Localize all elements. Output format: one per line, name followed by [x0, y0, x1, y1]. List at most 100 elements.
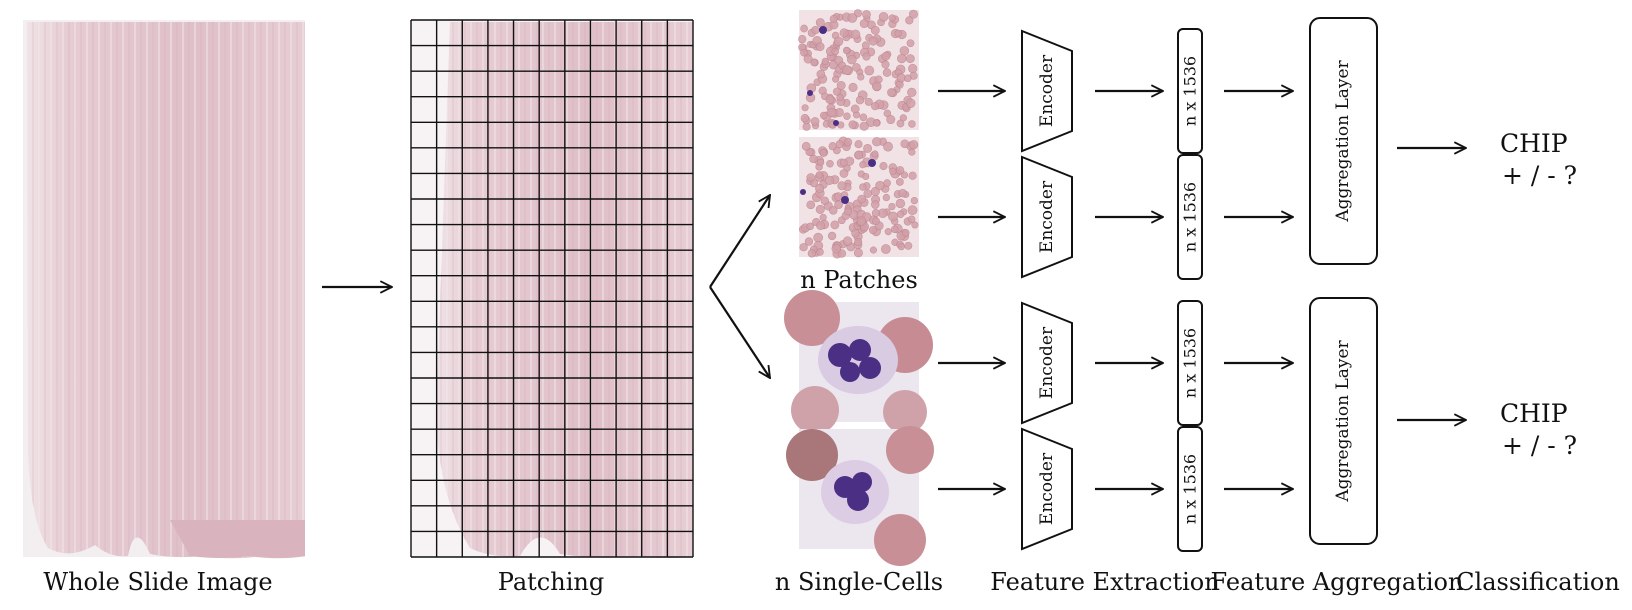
- stage-label-single-cells: n Single-Cells: [775, 568, 943, 596]
- rbc-dot: [827, 107, 837, 118]
- rbc-dot: [883, 141, 893, 152]
- rbc-dot: [863, 143, 873, 153]
- rbc-dot: [862, 10, 871, 19]
- patches-label: n Patches: [800, 266, 918, 294]
- feature-vector-4: [1177, 426, 1203, 552]
- rbc-dot: [882, 68, 892, 77]
- rbc-dot: [848, 120, 857, 129]
- encoder-block-3: [1021, 301, 1073, 425]
- feature-label: n x 1536: [1181, 182, 1200, 252]
- rbc-dot: [898, 188, 907, 198]
- rbc-dot: [854, 237, 863, 247]
- rbc-dot: [839, 28, 849, 38]
- patch-image-2: [798, 136, 919, 259]
- feature-vector-2: [1177, 154, 1203, 280]
- single-cell-image-1: [784, 290, 933, 434]
- rbc-dot: [815, 183, 825, 193]
- rbc-dot: [847, 13, 858, 23]
- rbc-dot: [872, 81, 882, 92]
- feature-label: n x 1536: [1181, 328, 1200, 398]
- rbc-dot: [891, 225, 899, 234]
- encoder-block-2: [1021, 155, 1073, 279]
- rbc-dot: [826, 159, 834, 168]
- rbc-dot: [843, 112, 851, 120]
- rbc-dot: [879, 162, 888, 171]
- rbc-dot: [881, 51, 891, 61]
- rbc-dot: [859, 161, 867, 169]
- rbc-dot: [857, 194, 867, 204]
- rbc-dot: [882, 193, 890, 202]
- rbc-dot: [862, 52, 871, 61]
- rbc-dot: [806, 222, 814, 231]
- rbc-dot: [819, 149, 828, 157]
- encoder-block-4: [1021, 427, 1073, 551]
- rbc-dot: [854, 150, 864, 160]
- rbc-dot: [854, 140, 863, 149]
- rbc-dot: [886, 115, 896, 125]
- rbc-dot: [815, 42, 825, 52]
- rbc-dot: [839, 169, 849, 178]
- rbc-dot: [905, 54, 915, 64]
- rbc-dot: [872, 137, 882, 147]
- aggregation-label-bottom: Aggregation Layer: [1333, 339, 1353, 502]
- rbc-dot: [850, 29, 861, 40]
- rbc-dot: [908, 120, 916, 128]
- rbc-dot: [800, 48, 808, 57]
- rbc-dot: [859, 19, 869, 29]
- rbc-dot: [871, 102, 880, 111]
- rbc-dot: [839, 158, 848, 167]
- rbc-dot: [859, 121, 869, 131]
- feature-label: n x 1536: [1181, 454, 1200, 524]
- aggregation-label-top: Aggregation Layer: [1333, 59, 1353, 222]
- rbc-dot: [869, 246, 877, 254]
- rbc-dot: [906, 39, 915, 48]
- rbc-dot: [863, 189, 873, 198]
- single-cell-image-2: [786, 426, 934, 566]
- patching-slide: [411, 20, 693, 558]
- rbc-dot: [900, 139, 910, 148]
- rbc-dot: [908, 171, 917, 180]
- rbc-dot: [829, 14, 838, 23]
- rbc-dot: [807, 249, 816, 258]
- rbc-dot: [897, 53, 907, 64]
- rbc-dot: [843, 138, 853, 147]
- rbc-dot: [888, 14, 896, 22]
- rbc-dot: [830, 220, 840, 230]
- rbc-dot: [834, 200, 843, 210]
- rbc-dot: [897, 243, 905, 251]
- stage-label-classification: Classification: [1456, 568, 1620, 596]
- rbc-dot: [810, 117, 820, 126]
- rbc-dot: [872, 217, 881, 226]
- rbc-dot: [864, 65, 875, 76]
- split-arrow-patches: [709, 195, 770, 288]
- rbc-dot: [842, 236, 853, 246]
- rbc-dot: [851, 229, 860, 238]
- rbc-dot: [888, 211, 898, 222]
- rbc-dot: [813, 232, 823, 243]
- rbc-dot: [875, 180, 885, 191]
- whole-slide-image: [23, 20, 305, 559]
- stage-label-feature-extraction: Feature Extraction: [990, 568, 1219, 596]
- rbc-dot: [871, 209, 880, 218]
- output-result-top: + / - ?: [1502, 161, 1577, 190]
- rbc-dot: [895, 198, 906, 209]
- stage-label-patching: Patching: [498, 568, 604, 596]
- rbc-dot: [817, 158, 825, 166]
- rbc-dot: [857, 73, 865, 81]
- rbc-dot: [853, 248, 863, 258]
- output-title-bottom: CHIP: [1500, 399, 1568, 428]
- rbc-dot: [907, 215, 916, 224]
- rbc-dot: [908, 9, 918, 19]
- feature-vector-1: [1177, 28, 1203, 154]
- rbc-dot: [888, 202, 896, 211]
- rbc-dot: [908, 140, 919, 150]
- rbc-dot: [861, 41, 870, 50]
- rbc-dot: [844, 207, 852, 216]
- rbc-dot: [905, 16, 914, 25]
- rbc-dot: [801, 104, 809, 112]
- rbc-dot: [803, 54, 813, 64]
- rbc-dot: [804, 237, 814, 246]
- feature-vector-3: [1177, 300, 1203, 426]
- rbc-dot: [887, 88, 896, 97]
